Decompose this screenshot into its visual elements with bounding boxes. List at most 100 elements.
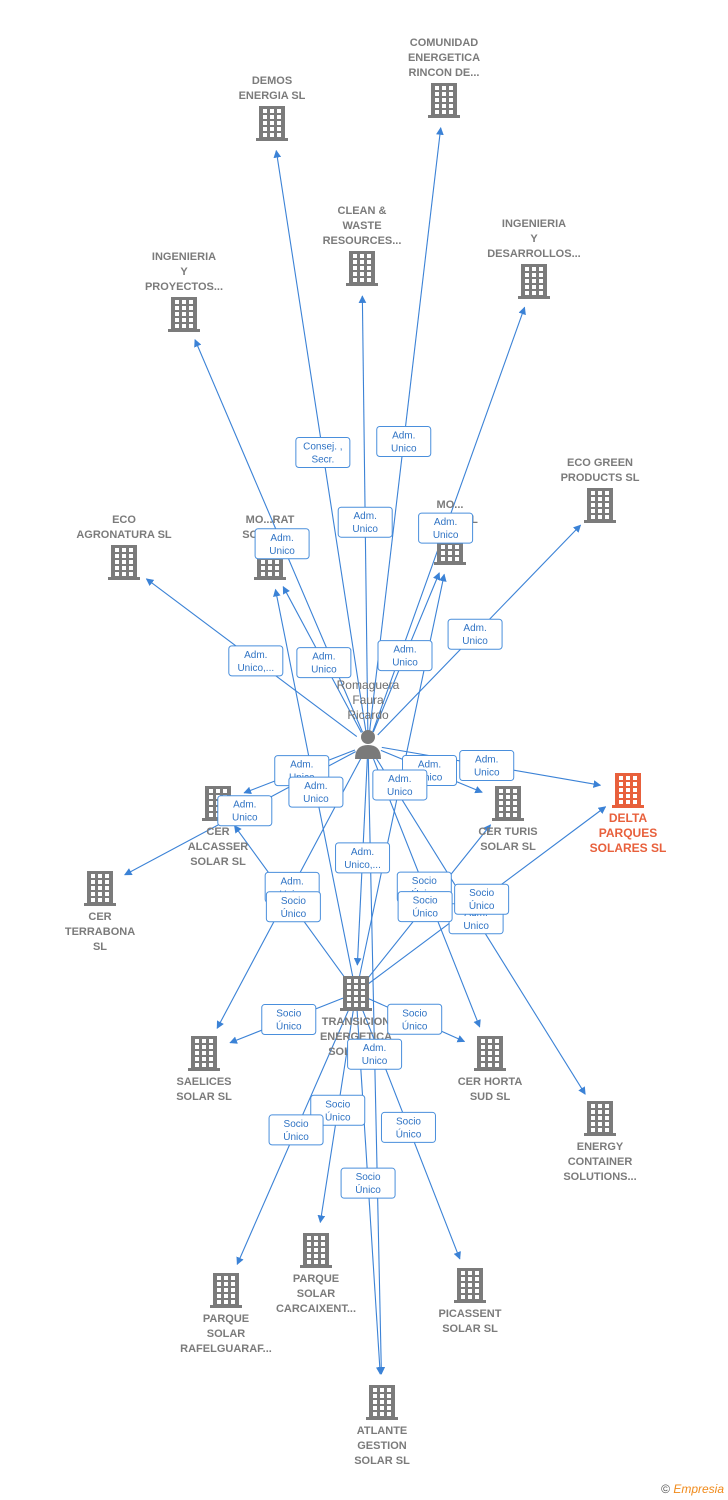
company-label: SOLAR xyxy=(207,1328,246,1340)
building-window xyxy=(277,133,281,137)
company-label: PARQUE xyxy=(293,1273,339,1285)
building-window xyxy=(435,86,439,90)
building-window xyxy=(98,874,102,878)
building-window xyxy=(495,1039,499,1043)
building-window xyxy=(189,318,193,322)
company-node-rafelguaraf[interactable]: PARQUESOLARRAFELGUARAF... xyxy=(180,1273,272,1355)
building-window xyxy=(525,279,529,283)
building-window xyxy=(263,121,267,125)
building-base xyxy=(84,903,116,906)
building-window xyxy=(182,306,186,310)
building-window xyxy=(373,1412,377,1416)
edge-label-box xyxy=(295,437,351,469)
edge-label[interactable]: Adm.Unico xyxy=(376,426,432,458)
building-window xyxy=(481,1057,485,1061)
building-window xyxy=(605,1116,609,1120)
building-window xyxy=(481,1039,485,1043)
building-window xyxy=(468,1295,472,1299)
building-window xyxy=(231,1300,235,1304)
edge-label-text: Unico xyxy=(391,444,417,455)
edge-label[interactable]: Adm.Unico,... xyxy=(228,645,284,677)
company-node-energycont[interactable]: ENERGYCONTAINERSOLUTIONS... xyxy=(563,1101,637,1183)
building-window xyxy=(231,1288,235,1292)
building-window xyxy=(442,104,446,108)
edge-label[interactable]: Adm.Unico xyxy=(254,528,310,560)
company-node-clean[interactable]: CLEAN &WASTERESOURCES... xyxy=(323,205,402,286)
footer-brand[interactable]: © Empresia xyxy=(661,1482,724,1496)
building-window xyxy=(513,813,517,817)
building-window xyxy=(435,98,439,102)
building-window xyxy=(115,554,119,558)
edge-label[interactable]: Adm.Unico xyxy=(296,647,352,679)
edge-label[interactable]: Adm.Unico xyxy=(447,618,503,650)
company-label: SL xyxy=(93,941,107,953)
building-window xyxy=(195,1057,199,1061)
company-node-ingpro[interactable]: INGENIERIAYPROYECTOS... xyxy=(145,251,223,332)
building-window xyxy=(513,801,517,805)
edge-label[interactable]: Adm.Unico xyxy=(459,750,515,782)
edge-label[interactable]: Adm.Unico xyxy=(347,1038,403,1070)
building-window xyxy=(224,1276,228,1280)
edge-label[interactable]: Adm.Unico xyxy=(377,640,433,672)
edge-label[interactable]: Adm.Unico xyxy=(337,506,393,538)
building-window xyxy=(361,997,365,1001)
building-window xyxy=(380,1400,384,1404)
company-label: INGENIERIA xyxy=(502,218,566,230)
edge-label-box xyxy=(265,891,321,923)
edge-label[interactable]: Adm.Unico xyxy=(372,769,428,801)
edge-label[interactable]: Adm.Unico xyxy=(418,512,474,544)
edge-label[interactable]: Adm.Unico xyxy=(217,795,273,827)
building-window xyxy=(532,267,536,271)
company-label: Y xyxy=(530,233,538,245)
building-window xyxy=(448,551,452,555)
company-label: SOLARES SL xyxy=(590,841,667,855)
building-window xyxy=(105,898,109,902)
building-base xyxy=(254,577,286,580)
building-window xyxy=(202,1039,206,1043)
building-window xyxy=(314,1260,318,1264)
person-name: Ricardo xyxy=(347,708,389,722)
edge-label[interactable]: Adm.Unico xyxy=(288,776,344,808)
building-window xyxy=(91,892,95,896)
building-window xyxy=(263,127,267,131)
building-window xyxy=(307,1260,311,1264)
building-window xyxy=(91,898,95,902)
company-label: RAFELGUARAF... xyxy=(180,1343,272,1355)
building-window xyxy=(354,985,358,989)
company-label: GESTION xyxy=(357,1440,407,1452)
building-window xyxy=(261,566,265,570)
building-window xyxy=(481,1051,485,1055)
edge-label[interactable]: Adm.Unico,... xyxy=(335,842,391,874)
building-window xyxy=(387,1412,391,1416)
company-node-carcaixent[interactable]: PARQUESOLARCARCAIXENT... xyxy=(276,1233,356,1315)
building-base xyxy=(454,1300,486,1303)
building-window xyxy=(598,515,602,519)
edge-label-box xyxy=(380,1111,436,1143)
edge-label-text: Unico xyxy=(303,794,329,805)
edge-label-text: Unico xyxy=(463,921,489,932)
building-window xyxy=(626,800,630,804)
edge-label[interactable]: Consej. ,Secr. xyxy=(295,437,351,469)
company-node-ingdes[interactable]: INGENIERIAYDESARROLLOS... xyxy=(487,218,581,299)
